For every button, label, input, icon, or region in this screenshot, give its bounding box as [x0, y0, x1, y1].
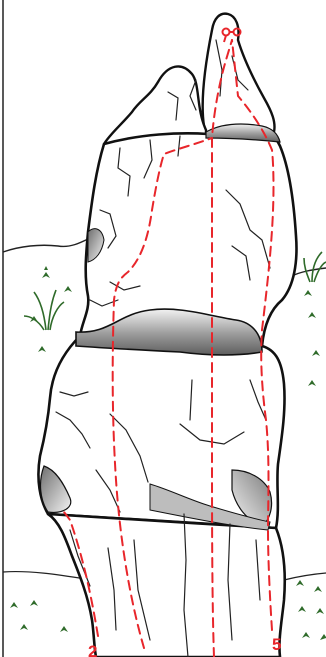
grass-tuft-icon — [304, 252, 326, 282]
bottom-tier — [48, 514, 285, 657]
route-number-left: 2 — [88, 642, 97, 657]
ground-line-bottom-right — [284, 573, 326, 580]
grass-tuft-icon — [24, 290, 64, 330]
route-number-right: 5 — [272, 635, 281, 654]
rock-formation — [38, 14, 296, 657]
ground-line-right — [292, 268, 326, 276]
ground-line-left — [3, 238, 90, 252]
